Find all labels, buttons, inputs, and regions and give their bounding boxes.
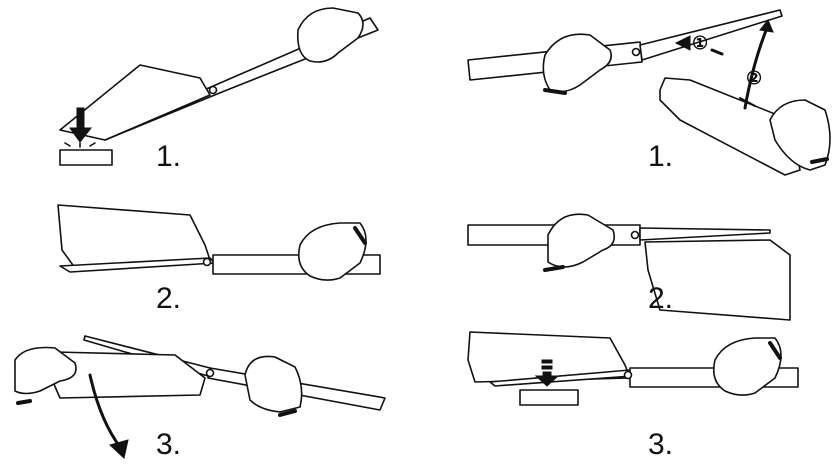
left-step-1-label: 1. [156,140,182,173]
marker-circled-1: ① [692,33,709,53]
right-step3-saw-illustration [467,331,799,406]
left-step1-saw-illustration [59,7,379,166]
left-step2-saw-illustration [57,204,381,281]
right-step1-saw-illustration [467,9,831,176]
left-step-3-label: 3. [156,428,182,461]
right-step2-saw-illustration [467,213,791,321]
marker-circled-2: ② [746,68,763,88]
right-step-3-label: 3. [648,428,674,461]
right-step-1-label: 1. [648,140,674,173]
left-step-2-label: 2. [156,282,182,315]
left-step3-saw-illustration [14,335,386,459]
right-step-2-label: 2. [648,282,674,315]
